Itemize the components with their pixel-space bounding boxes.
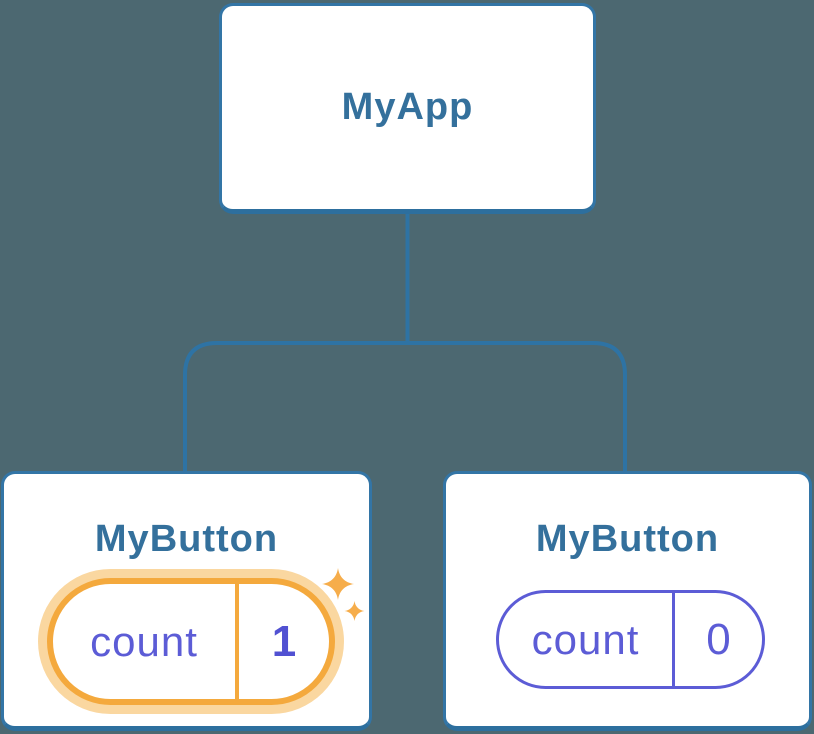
state-pill: count 0 (496, 590, 765, 689)
state-pill-highlighted: count 1 (47, 578, 335, 705)
node-mybutton-right: MyButton count 0 (443, 471, 812, 731)
sparkle-icon-large (322, 568, 354, 600)
node-label-mybutton-right: MyButton (535, 518, 720, 560)
node-mybutton-left: MyButton count 1 (1, 471, 372, 731)
state-key-label: count (90, 617, 198, 665)
state-key-label: count (531, 615, 640, 663)
node-label-mybutton-left: MyButton (94, 518, 279, 560)
pill-divider (672, 593, 675, 686)
pill-divider (235, 584, 239, 699)
connector-branch (183, 341, 627, 471)
state-value: 1 (271, 616, 297, 666)
sparkle-icon-small (344, 601, 365, 621)
node-label-myapp: MyApp (341, 86, 474, 128)
node-myapp: MyApp (219, 3, 596, 214)
state-pill-highlight-ring: count 1 (38, 569, 344, 714)
state-value: 0 (706, 614, 731, 664)
